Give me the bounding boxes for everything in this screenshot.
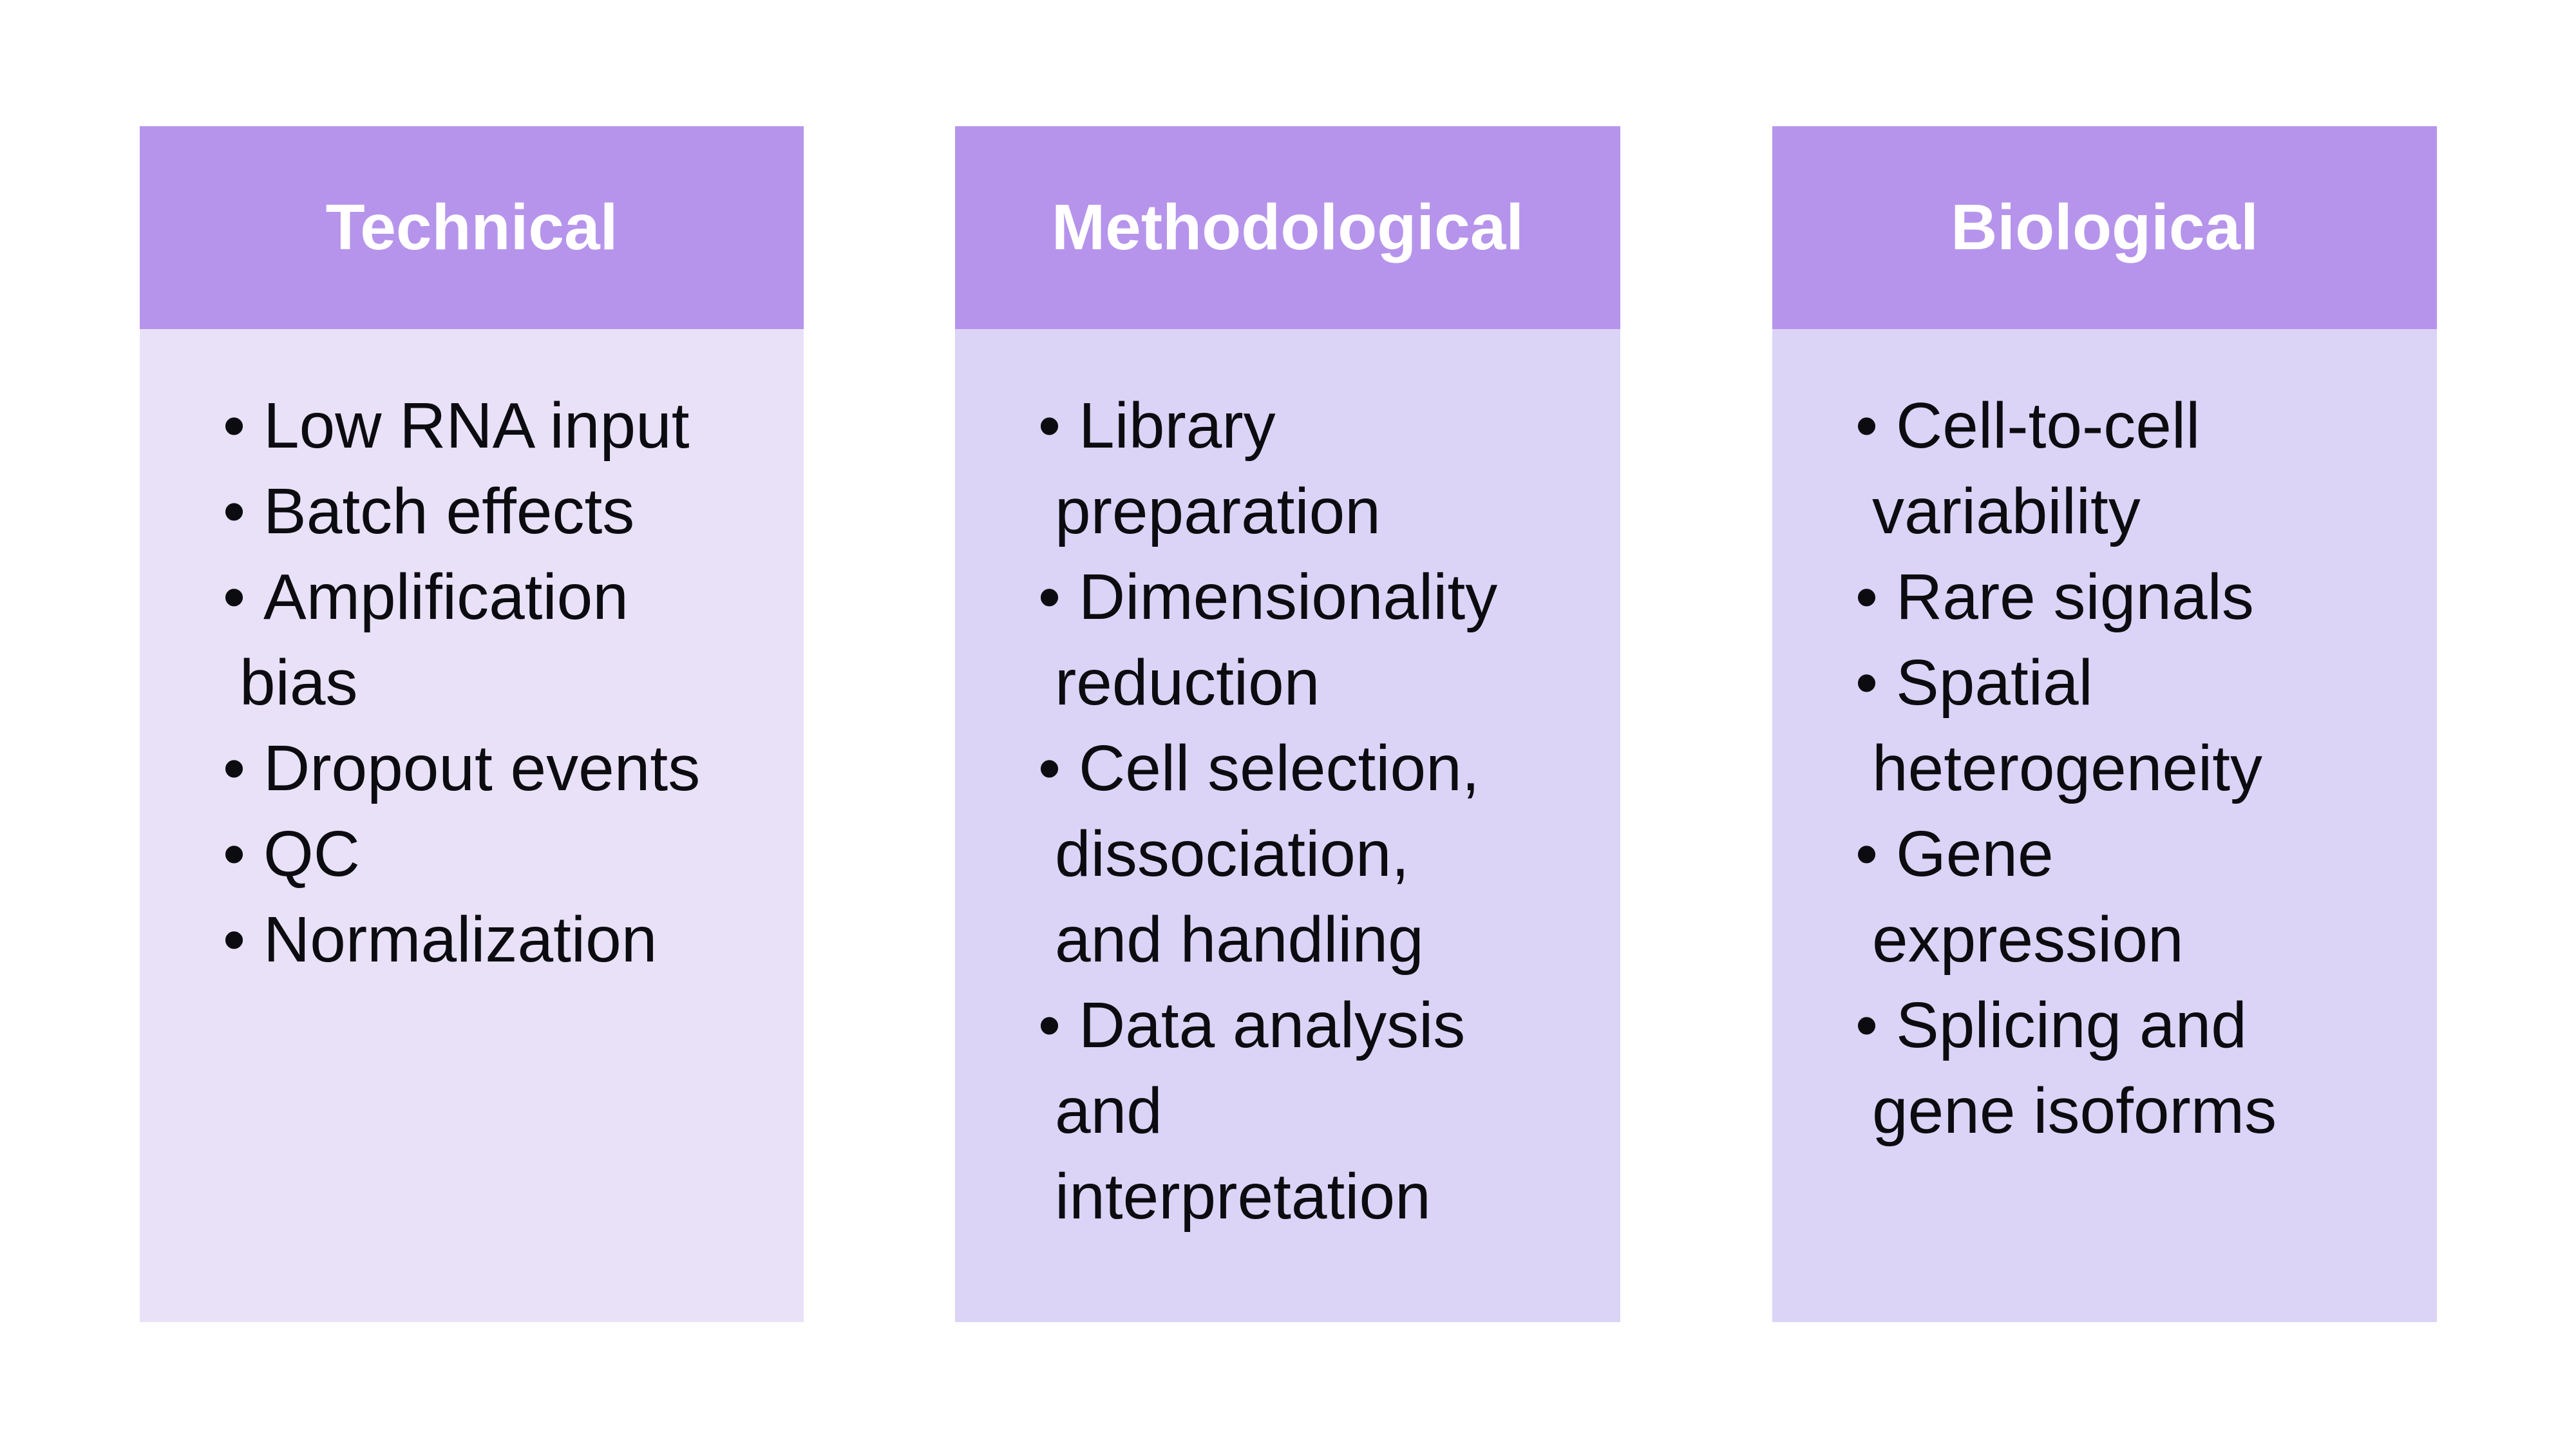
bullet-icon: •: [1038, 989, 1061, 1061]
bullet-icon: •: [1855, 647, 1879, 719]
list-item-text: Data analysis and interpretation: [1055, 989, 1466, 1233]
list-item: •Data analysis and interpretation: [955, 983, 1620, 1240]
list-item-text: Splicing and gene isoforms: [1872, 989, 2277, 1147]
list-item-text: QC: [263, 818, 361, 890]
card-methodological: Methodological •Library preparation •Dim…: [955, 126, 1620, 1322]
bullet-icon: •: [223, 475, 246, 547]
card-title: Technical: [325, 191, 618, 263]
bullet-icon: •: [223, 818, 246, 890]
card-body: •Library preparation •Dimensionality red…: [955, 329, 1620, 1322]
list-item: •Gene expression: [1772, 811, 2437, 983]
bullet-icon: •: [223, 390, 246, 462]
list-item: •Cell-to-cell variability: [1772, 383, 2437, 554]
bullet-icon: •: [1855, 390, 1879, 462]
list-item-text: Cell-to-cell variability: [1872, 390, 2201, 547]
bullet-icon: •: [223, 732, 246, 804]
list-item: •Batch effects: [140, 469, 804, 554]
list-item-text: Low RNA input: [263, 390, 690, 462]
bullet-icon: •: [1038, 561, 1061, 633]
list-item: •Cell selection, dissociation, and handl…: [955, 726, 1620, 983]
card-header: Methodological: [955, 126, 1620, 329]
card-biological: Biological •Cell-to-cell variability •Ra…: [1772, 126, 2437, 1322]
card-header: Technical: [140, 126, 804, 329]
card-technical: Technical •Low RNA input •Batch effects …: [140, 126, 804, 1322]
list-item-text: Rare signals: [1896, 561, 2254, 633]
list-item-text: Gene expression: [1872, 818, 2184, 976]
list-item-text: Cell selection, dissociation, and handli…: [1055, 732, 1480, 976]
list-item-text: Normalization: [263, 904, 658, 976]
challenge-list: •Cell-to-cell variability •Rare signals …: [1772, 383, 2437, 1154]
list-item: •Rare signals: [1772, 554, 2437, 640]
list-item: •Dropout events: [140, 726, 804, 811]
list-item-text: Library preparation: [1055, 390, 1381, 547]
list-item: •Splicing and gene isoforms: [1772, 983, 2437, 1154]
list-item: •QC: [140, 811, 804, 897]
bullet-icon: •: [223, 904, 246, 976]
card-title: Biological: [1951, 191, 2259, 263]
list-item-text: Dimensionality reduction: [1055, 561, 1498, 719]
list-item: •Low RNA input: [140, 383, 804, 469]
bullet-icon: •: [1038, 390, 1061, 462]
card-body: •Low RNA input •Batch effects •Amplifica…: [140, 329, 804, 1322]
list-item: •Amplification bias: [140, 554, 804, 726]
challenge-list: •Library preparation •Dimensionality red…: [955, 383, 1620, 1240]
list-item: •Library preparation: [955, 383, 1620, 554]
bullet-icon: •: [1855, 989, 1879, 1061]
bullet-icon: •: [223, 561, 246, 633]
list-item: •Dimensionality reduction: [955, 554, 1620, 726]
card-body: •Cell-to-cell variability •Rare signals …: [1772, 329, 2437, 1322]
list-item-text: Batch effects: [263, 475, 635, 547]
card-header: Biological: [1772, 126, 2437, 329]
list-item-text: Spatial heterogeneity: [1872, 647, 2263, 804]
list-item: •Normalization: [140, 897, 804, 983]
bullet-icon: •: [1038, 732, 1061, 804]
list-item: •Spatial heterogeneity: [1772, 640, 2437, 811]
list-item-text: Dropout events: [263, 732, 701, 804]
bullet-icon: •: [1855, 818, 1879, 890]
challenge-list: •Low RNA input •Batch effects •Amplifica…: [140, 383, 804, 983]
card-title: Methodological: [1051, 191, 1524, 263]
list-item-text: Amplification bias: [240, 561, 629, 719]
bullet-icon: •: [1855, 561, 1879, 633]
